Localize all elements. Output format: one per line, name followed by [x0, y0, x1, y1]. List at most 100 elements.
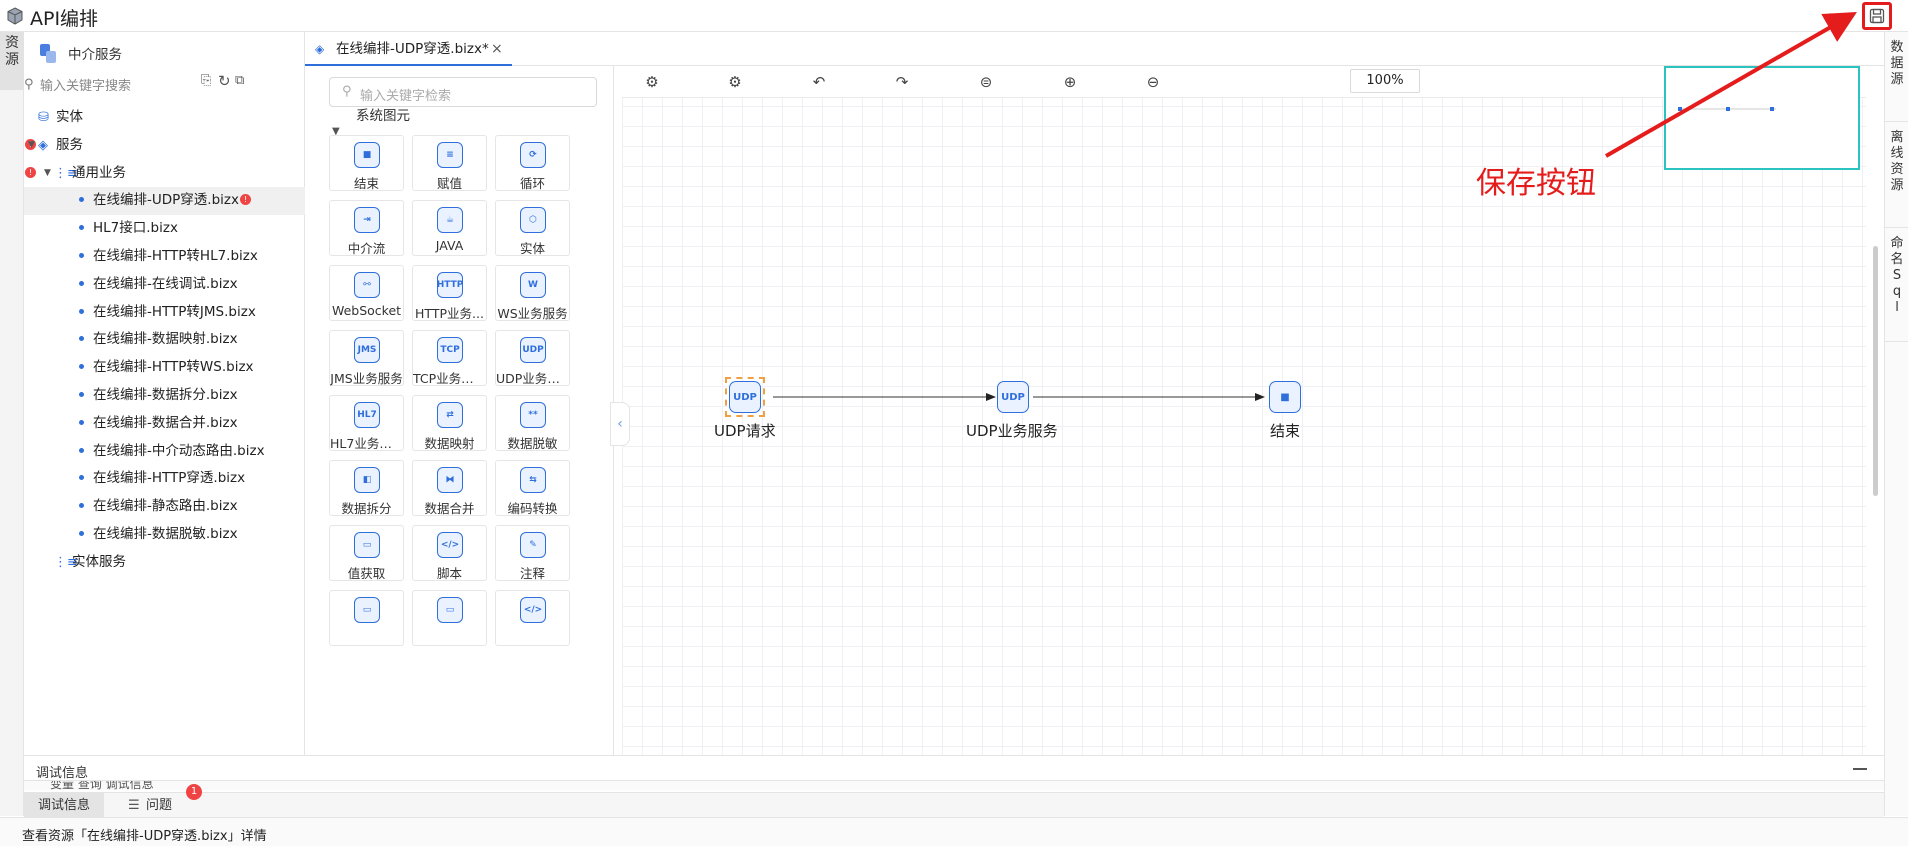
stop-icon: ■	[354, 142, 380, 168]
data-mask-icon: **	[520, 402, 546, 428]
search-icon: ⚲	[342, 84, 352, 99]
zoom-in-icon[interactable]: ⊕	[1063, 73, 1077, 91]
tree-item[interactable]: 在线编排-数据合并.bizx	[24, 410, 305, 438]
palette-item[interactable]: ⬡实体	[495, 200, 570, 256]
save-button[interactable]	[1862, 2, 1892, 30]
flow-node-udp-service[interactable]: UDP	[993, 377, 1033, 417]
palette-item[interactable]: ⟳循环	[495, 135, 570, 191]
palette-item[interactable]: ◧数据拆分	[329, 460, 404, 516]
tree-item-label: 在线编排-静态路由.bizx	[93, 498, 238, 515]
editor-tab[interactable]: ◈ 在线编排-UDP穿透.bizx* ×	[305, 34, 512, 66]
palette-item[interactable]: ✎注释	[495, 525, 570, 581]
palette-item[interactable]: ⇥中介流	[329, 200, 404, 256]
tree-item[interactable]: 在线编排-HTTP穿透.bizx	[24, 465, 305, 493]
tree-item[interactable]: ▼⋮≡通用业务!	[24, 160, 305, 188]
palette-item[interactable]: ▭	[412, 590, 487, 646]
flow-icon: ⋮≡	[54, 165, 78, 181]
tree-item[interactable]: 在线编排-HTTP转WS.bizx	[24, 354, 305, 382]
palette-item[interactable]: ⇆编码转换	[495, 460, 570, 516]
tree-item[interactable]: 在线编排-静态路由.bizx	[24, 493, 305, 521]
palette-item[interactable]: **数据脱敏	[495, 395, 570, 451]
tree-item[interactable]: 在线编排-数据映射.bizx	[24, 326, 305, 354]
palette-item[interactable]: ■结束	[329, 135, 404, 191]
collapse-palette-handle[interactable]: ‹	[610, 402, 630, 446]
right-rail-tab-named-sql[interactable]: 命 名 S q l	[1885, 228, 1908, 342]
tree-item[interactable]: 在线编排-UDP穿透.bizx!	[24, 187, 305, 216]
flow-canvas[interactable]	[622, 66, 1866, 755]
udp-icon: UDP	[997, 381, 1029, 413]
undo-icon[interactable]: ↶	[812, 73, 826, 91]
tree-item-label: 在线编排-在线调试.bizx	[93, 275, 238, 292]
flow-node-end[interactable]: ■	[1265, 377, 1305, 417]
tree-item[interactable]: 在线编排-HTTP转JMS.bizx	[24, 299, 305, 327]
zoom-out-icon[interactable]: ⊖	[1146, 73, 1160, 91]
tree-item[interactable]: ▼◈服务!	[24, 132, 305, 160]
palette-search[interactable]: ⚲ 输入关键字检索	[329, 77, 597, 107]
tree-item[interactable]: HL7接口.bizx	[24, 215, 305, 243]
palette-search-input[interactable]: 输入关键字检索	[360, 89, 452, 104]
fit-icon[interactable]: ⊜	[979, 73, 993, 91]
redo-icon[interactable]: ↷	[895, 73, 909, 91]
nav-next-icon[interactable]: ›	[1849, 6, 1856, 25]
ws-icon: W	[520, 272, 546, 298]
palette-item[interactable]: </>脚本	[412, 525, 487, 581]
close-icon[interactable]: ×	[491, 41, 503, 57]
nav-prev-icon[interactable]: ‹	[1826, 6, 1833, 25]
palette-item[interactable]: ▭	[329, 590, 404, 646]
collapse-all-icon[interactable]: ⧉	[235, 73, 245, 88]
left-rail-tab-resources[interactable]: 资 源	[0, 32, 24, 90]
refresh-icon[interactable]: ↻	[218, 72, 231, 90]
minimize-icon[interactable]	[1853, 768, 1867, 770]
tree-item[interactable]: 在线编排-中介动态路由.bizx	[24, 438, 305, 466]
debug-sub-text: 变量 查询 调试信息	[50, 780, 154, 790]
flow-node-udp-request[interactable]: UDP	[725, 377, 765, 417]
palette-item[interactable]: ≡赋值	[412, 135, 487, 191]
resource-panel: 中介服务 ⚲ 输入关键字搜索 ⎘ ↻ ⧉ ⛁实体▼◈服务!▼⋮≡通用业务!在线编…	[24, 32, 305, 755]
palette-item-label: HL7业务服务	[330, 436, 403, 451]
resource-search[interactable]: ⚲ 输入关键字搜索 ⎘ ↻ ⧉	[24, 72, 305, 102]
bullet-icon	[79, 447, 84, 453]
debug-panel: 调试信息 变量 查询 调试信息 调试信息 ☰ 问题 1	[24, 755, 1884, 819]
zoom-level[interactable]: 100%	[1350, 69, 1420, 93]
tree-item[interactable]: ⛁实体	[24, 104, 305, 132]
scrollbar-thumb[interactable]	[1873, 246, 1878, 496]
tree-item[interactable]: 在线编排-数据脱敏.bizx	[24, 521, 305, 549]
canvas-scrollbar[interactable]	[1866, 66, 1884, 755]
bullet-icon	[79, 253, 84, 258]
debug-icon[interactable]: ⚙	[728, 73, 742, 91]
palette-item[interactable]: ▭值获取	[329, 525, 404, 581]
caret-down-icon[interactable]: ▼	[44, 167, 51, 178]
palette-item[interactable]: ☕JAVA	[412, 200, 487, 256]
palette-item[interactable]: ⚯WebSocket	[329, 265, 404, 321]
problem-count-badge: 1	[186, 784, 202, 800]
palette-item[interactable]: ⇄数据映射	[412, 395, 487, 451]
palette-item-label: WebSocket	[331, 303, 402, 318]
translate-icon[interactable]: ⎘	[201, 73, 212, 88]
chevron-down-icon[interactable]: ▼	[332, 126, 340, 137]
right-rail-tab-datasource[interactable]: 数 据 源	[1885, 32, 1908, 122]
data-merge-icon: ⧓	[437, 467, 463, 493]
tree-item[interactable]: 在线编排-HTTP转HL7.bizx	[24, 243, 305, 271]
palette-item[interactable]: </>	[495, 590, 570, 646]
auto-layout-icon[interactable]: ⚙	[645, 73, 659, 91]
assign-icon: ≡	[437, 142, 463, 168]
resource-search-input[interactable]: 输入关键字搜索	[40, 79, 132, 94]
tree-item[interactable]: 在线编排-数据拆分.bizx	[24, 382, 305, 410]
minimap[interactable]	[1664, 66, 1860, 170]
caret-down-icon[interactable]: ▼	[28, 139, 35, 150]
tree-item[interactable]: 在线编排-在线调试.bizx	[24, 271, 305, 299]
palette-item[interactable]: ⧓数据合并	[412, 460, 487, 516]
tree-item[interactable]: ⋮≡实体服务	[24, 549, 305, 577]
palette-item-label: 中介流	[347, 241, 386, 256]
tab-problems[interactable]: ☰ 问题 1	[120, 784, 202, 819]
tab-debug-info[interactable]: 调试信息	[24, 793, 105, 819]
right-rail-tab-offline-resources[interactable]: 离 线 资 源	[1885, 122, 1908, 228]
value-get-icon: ▭	[354, 532, 380, 558]
palette-item-label: 脚本	[436, 566, 462, 581]
